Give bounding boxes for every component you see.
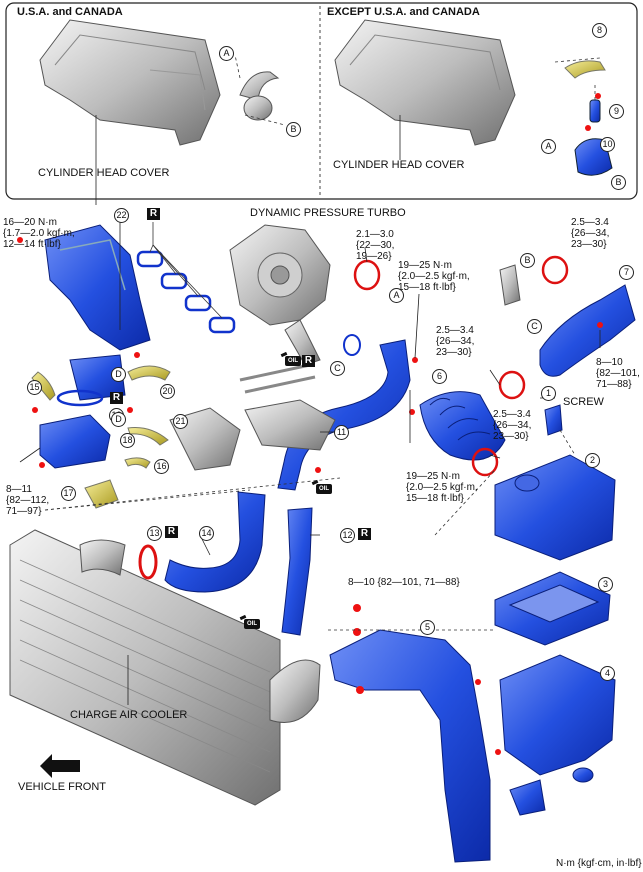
letter-b-duct: B <box>520 253 535 268</box>
cylinder-head-cover-right <box>334 19 516 146</box>
part-20-hose <box>127 365 171 381</box>
part-1-screw <box>544 404 563 436</box>
letter-b-right: B <box>611 175 626 190</box>
callout-5: 5 <box>420 620 435 635</box>
oil-mark-turbo: OIL <box>280 351 304 368</box>
letter-c-turbo: C <box>330 361 345 376</box>
torque-mid-clamp: 2.5—3.4 {26—34, 23—30} <box>436 325 475 358</box>
turbo-clamp <box>353 259 381 291</box>
callout-6: 6 <box>432 369 447 384</box>
r-mark-turbo: R <box>302 355 315 367</box>
callout-8: 8 <box>592 23 607 38</box>
r-mark-13: R <box>165 526 178 538</box>
torque-7-top: 2.5—3.4 {26—34, 23—30} <box>571 217 610 250</box>
callout-16: 16 <box>154 459 169 474</box>
units-label: N·m {kgf·cm, in·lbf} <box>556 858 642 869</box>
part-11-pipe <box>277 339 411 491</box>
charge-air-cooler-label: CHARGE AIR COOLER <box>70 709 188 721</box>
part-6-hose <box>419 391 506 461</box>
mid-clamp <box>498 370 526 400</box>
callout-15: 15 <box>27 380 42 395</box>
letter-c-bracket: C <box>527 319 542 334</box>
torque-11: 19—25 N·m {2.0—2.5 kgf·m, 15—18 ft·lbf} <box>406 471 478 504</box>
part-4-aircleaner-case <box>499 654 616 776</box>
cylinder-head-cover-label-left: CYLINDER HEAD COVER <box>38 167 170 179</box>
torque-low-clamp: 2.5—3.4 {26—34, 23—30} <box>493 409 532 442</box>
part-9-pipe <box>589 99 601 123</box>
letter-a-turbo: A <box>389 288 404 303</box>
breather-pipe-left <box>239 71 280 101</box>
callout-10: 10 <box>600 137 615 152</box>
part-7-duct <box>539 284 636 377</box>
letter-b-left: B <box>286 122 301 137</box>
callout-7: 7 <box>619 265 634 280</box>
callout-20: 20 <box>160 384 175 399</box>
cylinder-head-cover-left <box>39 19 221 146</box>
callout-11: 11 <box>334 425 349 440</box>
callout-14: 14 <box>199 526 214 541</box>
torque-7-bolt: 8—10 {82—101, 71—88} <box>596 357 640 390</box>
callout-13: 13 <box>147 526 162 541</box>
turbo-label: DYNAMIC PRESSURE TURBO <box>250 207 406 219</box>
part-19-oring <box>56 389 104 407</box>
part-13-clamp <box>138 544 158 580</box>
vehicle-front-arrow <box>40 754 80 778</box>
torque-18: 8—11 {82—112, 71—97} <box>6 484 50 517</box>
part-2-aircleaner-cover <box>494 454 616 561</box>
part-18-throttle <box>39 414 111 469</box>
callout-1: 1 <box>541 386 556 401</box>
part-16-hose <box>124 457 151 469</box>
oil-mark-11: OIL <box>311 479 335 496</box>
heat-shield <box>244 399 336 451</box>
low-clamp <box>471 447 499 477</box>
breather-valve-left <box>243 95 273 121</box>
oil-mark-12: OIL <box>239 614 263 631</box>
panel-title-left: U.S.A. and CANADA <box>17 6 123 18</box>
cylinder-head-cover-label-right: CYLINDER HEAD COVER <box>333 159 465 171</box>
callout-3: 3 <box>598 577 613 592</box>
part-14-pipe <box>164 491 266 593</box>
letter-d-lower: D <box>111 412 126 427</box>
callout-12: 12 <box>340 528 355 543</box>
torque-turbo-clamp: 2.1—3.0 {22—30, 19—26} <box>356 229 395 262</box>
part-12-pipe <box>281 507 313 636</box>
intake-gaskets <box>136 250 236 334</box>
r-mark-oring: R <box>110 392 123 404</box>
letter-a-left: A <box>219 46 234 61</box>
letter-d-upper: D <box>111 367 126 382</box>
callout-21: 21 <box>173 414 188 429</box>
screw-label: SCREW <box>563 396 604 408</box>
r-mark-12: R <box>358 528 371 540</box>
bracket-c <box>499 264 521 306</box>
callout-9: 9 <box>609 104 624 119</box>
panel-title-right: EXCEPT U.S.A. and CANADA <box>327 6 480 18</box>
torque-5: 8—10 {82—101, 71—88} <box>348 577 460 588</box>
callout-2: 2 <box>585 453 600 468</box>
part-8-hose <box>564 60 606 79</box>
part-7-clamp <box>541 255 569 285</box>
callout-4: 4 <box>600 666 615 681</box>
turbo-gasket <box>343 334 361 356</box>
part-17-bracket <box>84 479 119 509</box>
intake-manifold <box>44 224 151 401</box>
vehicle-front-label: VEHICLE FRONT <box>18 781 107 793</box>
charge-air-cooler <box>9 529 321 806</box>
dynamic-pressure-turbo <box>229 224 331 366</box>
r-mark-gaskets: R <box>147 208 160 220</box>
callout-22: 22 <box>114 208 129 223</box>
dashed-guides <box>44 54 601 631</box>
callout-17: 17 <box>61 486 76 501</box>
torque-22: 16—20 N·m {1.7—2.0 kgf·m, 12—14 ft·lbf} <box>3 217 75 250</box>
part-5-duct <box>329 629 491 863</box>
leader-lines <box>19 115 601 705</box>
torque-turbo-bolt: 19—25 N·m {2.0—2.5 kgf·m, 15—18 ft·lbf} <box>398 260 470 293</box>
callout-18: 18 <box>120 433 135 448</box>
part-21-hose <box>127 427 169 446</box>
letter-a-right: A <box>541 139 556 154</box>
